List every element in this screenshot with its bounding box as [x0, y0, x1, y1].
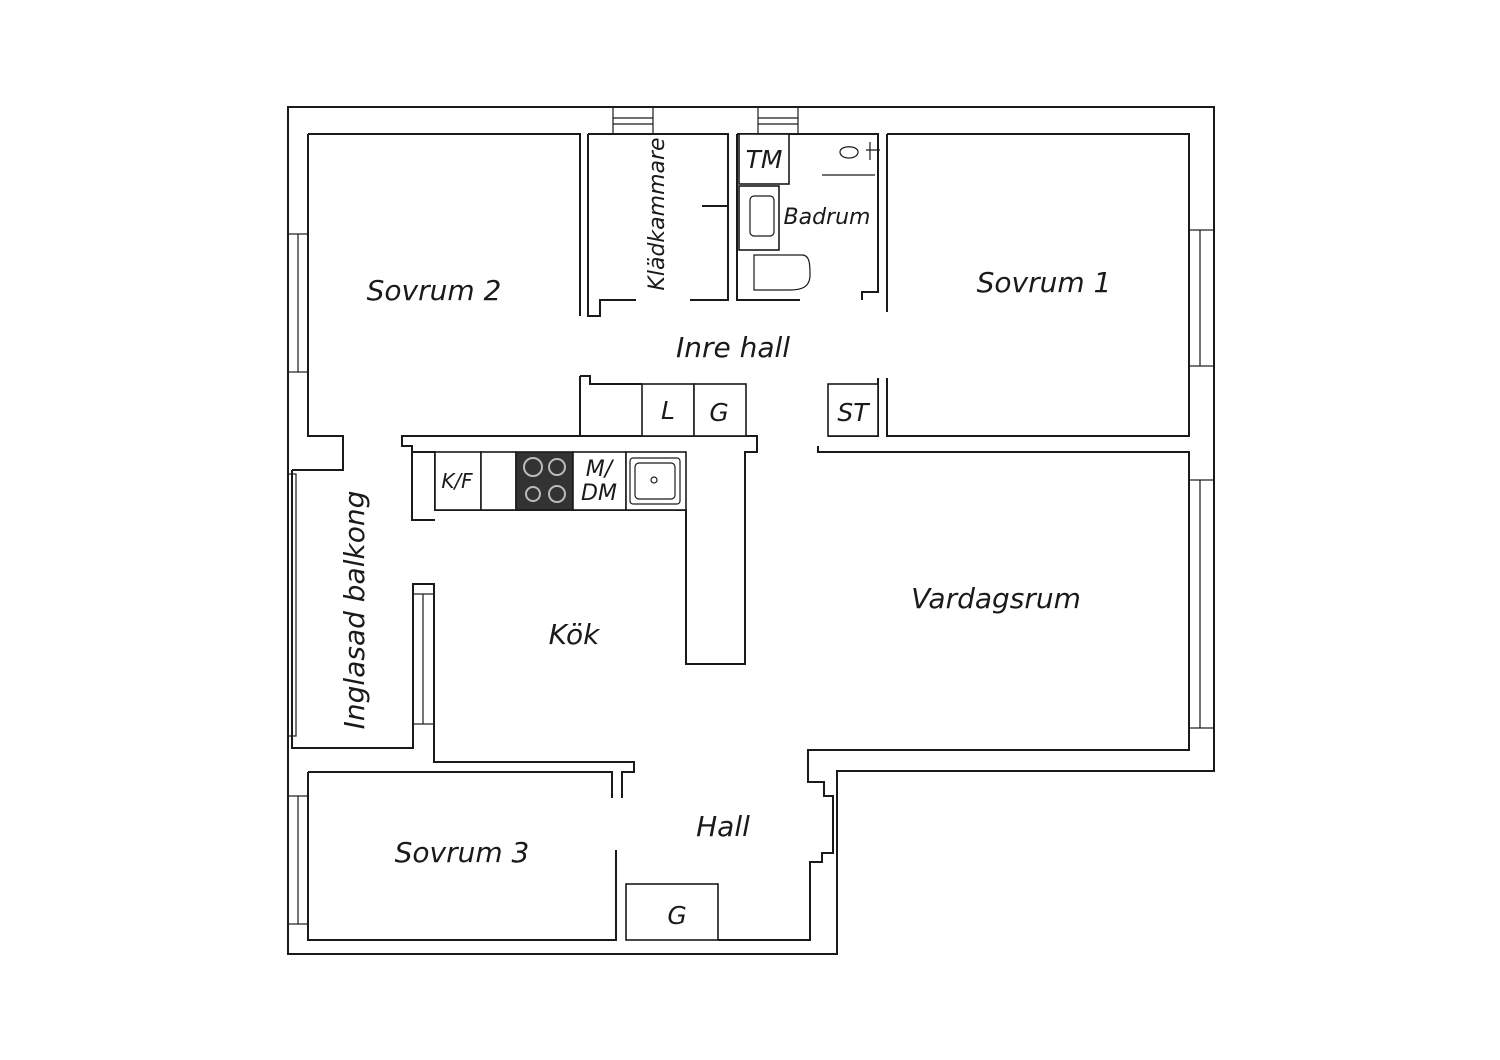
window-icon: [757, 106, 799, 135]
burner-icon: [523, 457, 543, 477]
microwave-dishwasher: [572, 451, 627, 511]
shower-icon: [822, 142, 880, 176]
label-inre-hall: Inre hall: [676, 331, 790, 364]
washing-machine: [738, 133, 790, 185]
drain-icon: [650, 476, 658, 484]
inner-hall-walls: [401, 375, 1190, 941]
label-tm: TM: [746, 145, 783, 174]
label-g-top: G: [709, 398, 728, 427]
sovrum1-walls: [886, 133, 1190, 437]
label-mdm-2: DM: [581, 481, 617, 506]
sink-icon: [629, 457, 681, 505]
label-kf: K/F: [441, 469, 473, 493]
sink-basin: [634, 462, 676, 500]
label-sovrum1: Sovrum 1: [977, 266, 1112, 299]
badrum-walls: [736, 133, 879, 301]
window-icon: [612, 106, 654, 135]
window-icon: [1188, 229, 1215, 367]
label-vardagsrum: Vardagsrum: [911, 582, 1081, 615]
hall-closet: [625, 883, 719, 941]
stove: [515, 451, 574, 511]
label-st: ST: [837, 398, 870, 427]
washbasin-icon: [749, 195, 775, 237]
closet-st: [827, 383, 879, 437]
window-icon: [1188, 479, 1215, 729]
label-kok: Kök: [549, 618, 601, 651]
window-icon: [287, 473, 297, 737]
kladkammare-walls: [587, 133, 729, 317]
counter-unit: [480, 451, 517, 511]
label-kladkammare: Klädkammare: [645, 137, 670, 290]
burner-icon: [548, 485, 566, 503]
label-sovrum2: Sovrum 2: [367, 274, 502, 307]
label-inglasad-balkong: Inglasad balkong: [338, 491, 371, 730]
label-g-bottom: G: [667, 901, 686, 930]
label-sovrum3: Sovrum 3: [395, 836, 530, 869]
label-l: L: [661, 396, 675, 425]
label-badrum: Badrum: [784, 205, 871, 230]
fridge-freezer: [434, 451, 482, 511]
outer-wall: [287, 106, 1215, 955]
closet-l: [641, 383, 695, 437]
label-hall: Hall: [696, 810, 750, 843]
burner-icon: [525, 486, 541, 502]
sink-unit: [625, 451, 687, 511]
label-mdm-1: M/: [586, 457, 615, 482]
toilet-icon: [753, 254, 811, 291]
closet-g: [693, 383, 747, 437]
burner-icon: [548, 458, 566, 476]
